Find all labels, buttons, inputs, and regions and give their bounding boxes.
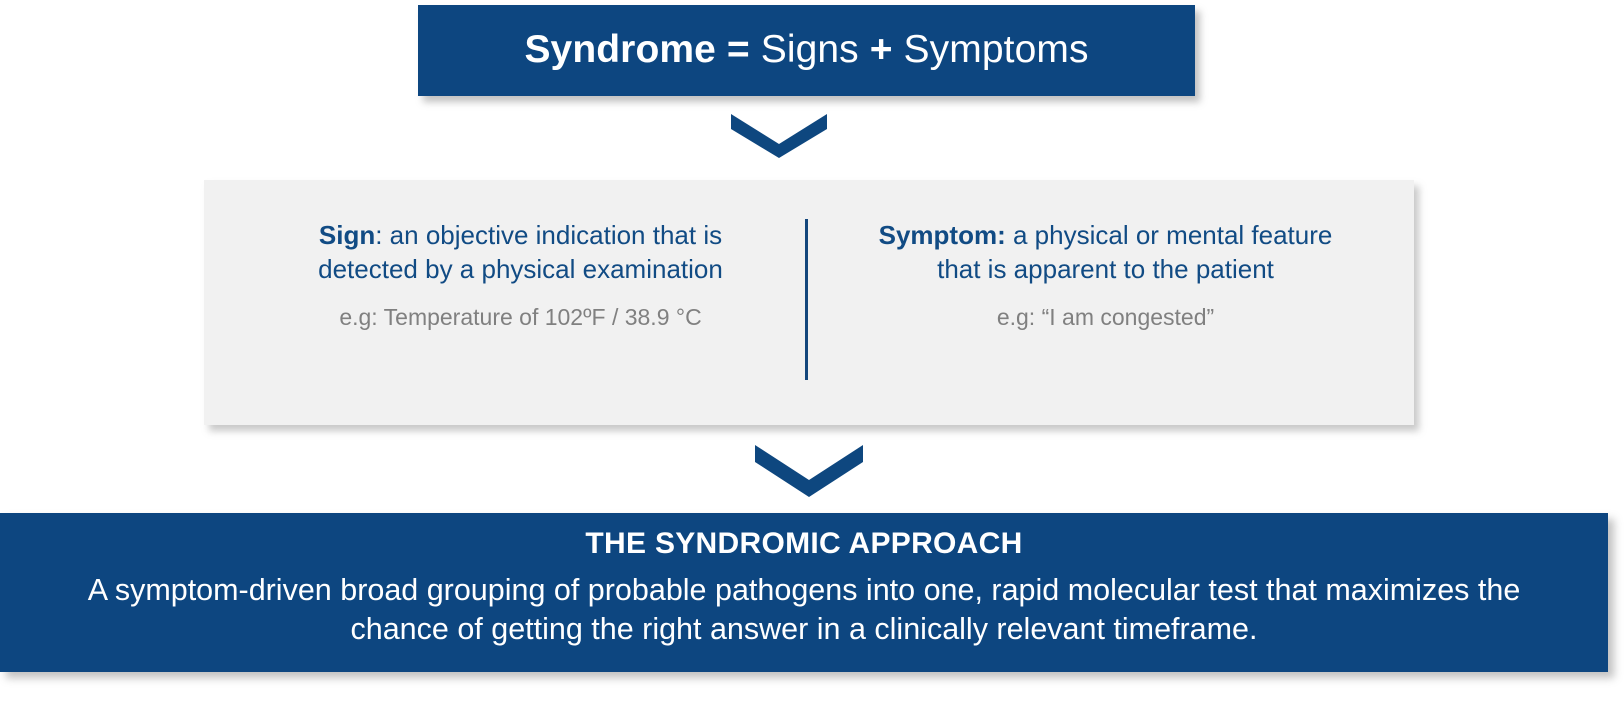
definitions-panel: Sign: an objective indication that is de… <box>204 180 1414 425</box>
sign-term-separator: : <box>375 220 383 250</box>
equation-operator-equals: = <box>726 28 750 72</box>
symptom-definition-body: a physical or mental feature that is app… <box>937 220 1333 285</box>
definition-column-sign: Sign: an objective indication that is de… <box>204 180 809 425</box>
symptom-definition-text: Symptom: a physical or mental feature th… <box>871 218 1341 286</box>
syndromic-approach-heading: THE SYNDROMIC APPROACH <box>585 527 1023 560</box>
chevron-down-icon-top <box>731 114 827 158</box>
equation-term-signs: Signs <box>760 28 859 72</box>
syndromic-approach-banner: THE SYNDROMIC APPROACH A symptom-driven … <box>0 513 1608 672</box>
equation-operator-plus: + <box>869 28 893 72</box>
sign-definition-text: Sign: an objective indication that is de… <box>286 218 756 286</box>
sign-definition-body: an objective indication that is detected… <box>318 220 723 285</box>
sign-term-label: Sign <box>318 220 376 250</box>
syndrome-equation-banner: Syndrome = Signs + Symptoms <box>418 5 1195 96</box>
symptom-example-text: e.g: “I am congested” <box>996 304 1215 331</box>
equation-term-symptoms: Symptoms <box>903 28 1089 72</box>
definition-column-symptom: Symptom: a physical or mental feature th… <box>809 180 1414 425</box>
chevron-down-icon-bottom <box>755 445 863 497</box>
equation-term-syndrome: Syndrome <box>524 28 716 72</box>
sign-example-text: e.g: Temperature of 102ºF / 38.9 °C <box>339 304 702 331</box>
syndrome-equation-text: Syndrome = Signs + Symptoms <box>524 28 1089 72</box>
syndromic-approach-body: A symptom-driven broad grouping of proba… <box>87 573 1521 647</box>
symptom-term-label: Symptom: <box>878 220 1006 250</box>
column-divider <box>805 219 808 380</box>
